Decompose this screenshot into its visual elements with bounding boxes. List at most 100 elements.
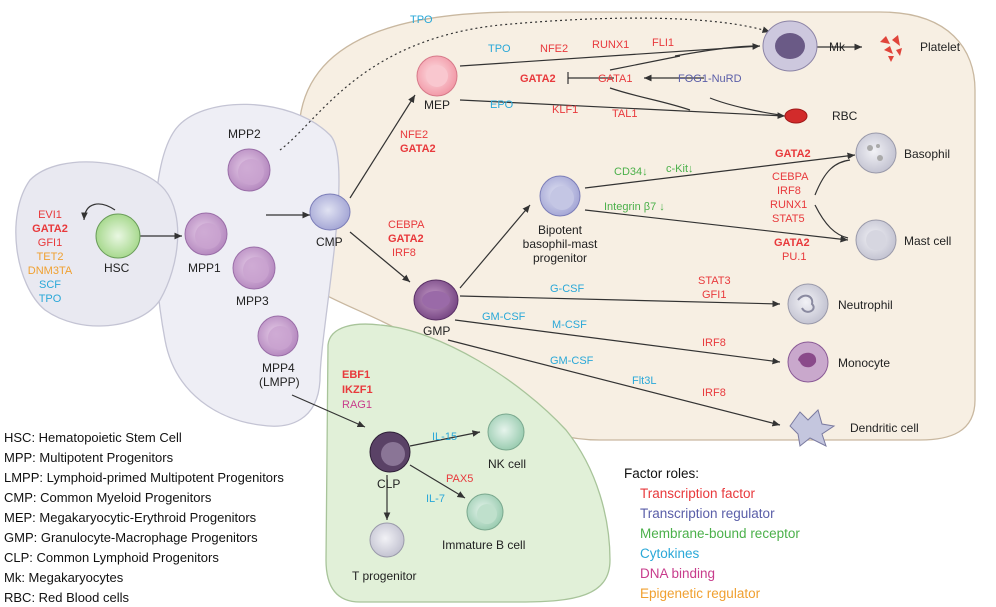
neutrophil-label: Neutrophil [838, 298, 893, 312]
platelet-label: Platelet [920, 40, 961, 54]
factor-cebpa-mid: CEBPA [772, 171, 809, 183]
mpp1-cell [184, 212, 228, 256]
abbr-rbc: RBC: Red Blood cells [4, 590, 129, 605]
factor-irf8-dc: IRF8 [702, 387, 726, 399]
mpp4-label: MPP4 [262, 361, 295, 375]
factor-pax5: PAX5 [446, 473, 473, 485]
role-transcription-factor: Transcription factor [640, 486, 756, 501]
factor-epo: EPO [490, 99, 514, 111]
mk-cell [762, 20, 818, 72]
mpp3-cell [232, 246, 276, 290]
basophil-label: Basophil [904, 147, 950, 161]
factor-flt3l: Flt3L [632, 375, 656, 387]
factor-gata1: GATA1 [598, 73, 632, 85]
mpp3-label: MPP3 [236, 294, 269, 308]
rbc-cell [784, 108, 808, 124]
factor-irf8-mono: IRF8 [702, 337, 726, 349]
factor-irf8-mid: IRF8 [777, 185, 801, 197]
cmp-cell [309, 193, 351, 231]
nk-label: NK cell [488, 457, 526, 471]
factor-il15: IL-15 [432, 431, 457, 443]
abbr-hsc: HSC: Hematopoietic Stem Cell [4, 430, 182, 445]
hsc-factors: EVI1 GATA2 GFI1 TET2 DNM3TA SCF TPO [28, 209, 73, 305]
factor-roles-legend: Factor roles: Transcription factor Trans… [624, 466, 800, 601]
factor-gcsf: G-CSF [550, 283, 585, 295]
factor-ikzf1: IKZF1 [342, 384, 373, 396]
factor-runx1-mid: RUNX1 [770, 199, 807, 211]
hsc-cell [95, 213, 141, 259]
factor-runx1-top: RUNX1 [592, 39, 629, 51]
dendritic-label: Dendritic cell [850, 421, 919, 435]
abbr-lmpp: LMPP: Lymphoid-primed Multipotent Progen… [4, 470, 284, 485]
immature-b-label: Immature B cell [442, 538, 525, 552]
factor-il7: IL-7 [426, 493, 445, 505]
nk-cell [487, 413, 525, 451]
factor-cebpa-cmp: CEBPA [388, 219, 425, 231]
factor-ckit: c-Kit↓ [666, 163, 694, 175]
abbr-mpp: MPP: Multipotent Progenitors [4, 450, 174, 465]
factor-mcsf: M-CSF [552, 319, 587, 331]
factor-gata2-cmp-mep: GATA2 [400, 143, 436, 155]
mk-label: Mk [829, 40, 846, 54]
bipotent-cell [539, 175, 581, 217]
factor-nfe2-cmp: NFE2 [400, 129, 428, 141]
lmpp-label: (LMPP) [259, 375, 300, 389]
factor-tpo-hsc: TPO [39, 293, 62, 305]
bipotent-label-3: progenitor [533, 251, 587, 265]
mpp2-label: MPP2 [228, 127, 261, 141]
factor-tal1: TAL1 [612, 108, 637, 120]
mast-cell-label: Mast cell [904, 234, 951, 248]
clp-label: CLP [377, 477, 400, 491]
gmp-label: GMP [423, 324, 450, 338]
dendritic-cell [789, 409, 836, 447]
t-progenitor-cell [369, 522, 405, 558]
role-epigenetic: Epigenetic regulator [640, 586, 761, 601]
factor-dnm3ta: DNM3TA [28, 265, 73, 277]
bipotent-label-2: basophil-mast [523, 237, 598, 251]
t-progenitor-label: T progenitor [352, 569, 416, 583]
factor-pu1: PU.1 [782, 251, 806, 263]
factor-scf: SCF [39, 279, 61, 291]
neutrophil-cell [787, 283, 829, 325]
clp-cell [369, 431, 411, 473]
factor-rag1: RAG1 [342, 399, 372, 411]
factor-gata2-mep: GATA2 [520, 73, 556, 85]
mpp2-cell [227, 148, 271, 192]
role-transcription-regulator: Transcription regulator [640, 506, 775, 521]
roles-title: Factor roles: [624, 466, 699, 481]
factor-gmcsf-1: GM-CSF [482, 311, 526, 323]
factor-gata2-mast: GATA2 [774, 237, 810, 249]
role-cytokines: Cytokines [640, 546, 700, 561]
role-dna-binding: DNA binding [640, 566, 715, 581]
abbr-mep: MEP: Megakaryocytic-Erythroid Progenitor… [4, 510, 257, 525]
factor-gata2-cmp-gmp: GATA2 [388, 233, 424, 245]
hsc-label: HSC [104, 261, 130, 275]
abbr-cmp: CMP: Common Myeloid Progenitors [4, 490, 212, 505]
role-membrane-receptor: Membrane-bound receptor [640, 526, 800, 541]
factor-gmcsf-2: GM-CSF [550, 355, 594, 367]
cmp-label: CMP [316, 235, 343, 249]
factor-integrin: Integrin β7 ↓ [604, 201, 665, 213]
basophil-cell [855, 132, 897, 174]
factor-tet2: TET2 [37, 251, 64, 263]
mpp4-cell [257, 315, 299, 357]
monocyte-label: Monocyte [838, 356, 890, 370]
abbreviation-legend: HSC: Hematopoietic Stem Cell MPP: Multip… [4, 430, 284, 605]
factor-gfi1-hsc: GFI1 [38, 237, 62, 249]
factor-evi1: EVI1 [38, 209, 62, 221]
factor-stat5: STAT5 [772, 213, 805, 225]
abbr-mk: Mk: Megakaryocytes [4, 570, 124, 585]
monocyte-cell [787, 341, 829, 383]
mep-cell [416, 55, 458, 97]
factor-tpo-top: TPO [410, 14, 433, 26]
abbr-gmp: GMP: Granulocyte-Macrophage Progenitors [4, 530, 258, 545]
factor-stat3: STAT3 [698, 275, 731, 287]
factor-irf8-cmp: IRF8 [392, 247, 416, 259]
abbr-clp: CLP: Common Lymphoid Progenitors [4, 550, 219, 565]
platelet-icon [880, 35, 902, 62]
factor-klf1: KLF1 [552, 104, 578, 116]
factor-gata2-baso: GATA2 [775, 148, 811, 160]
hsc-region [15, 161, 179, 327]
factor-tpo-mep: TPO [488, 43, 511, 55]
